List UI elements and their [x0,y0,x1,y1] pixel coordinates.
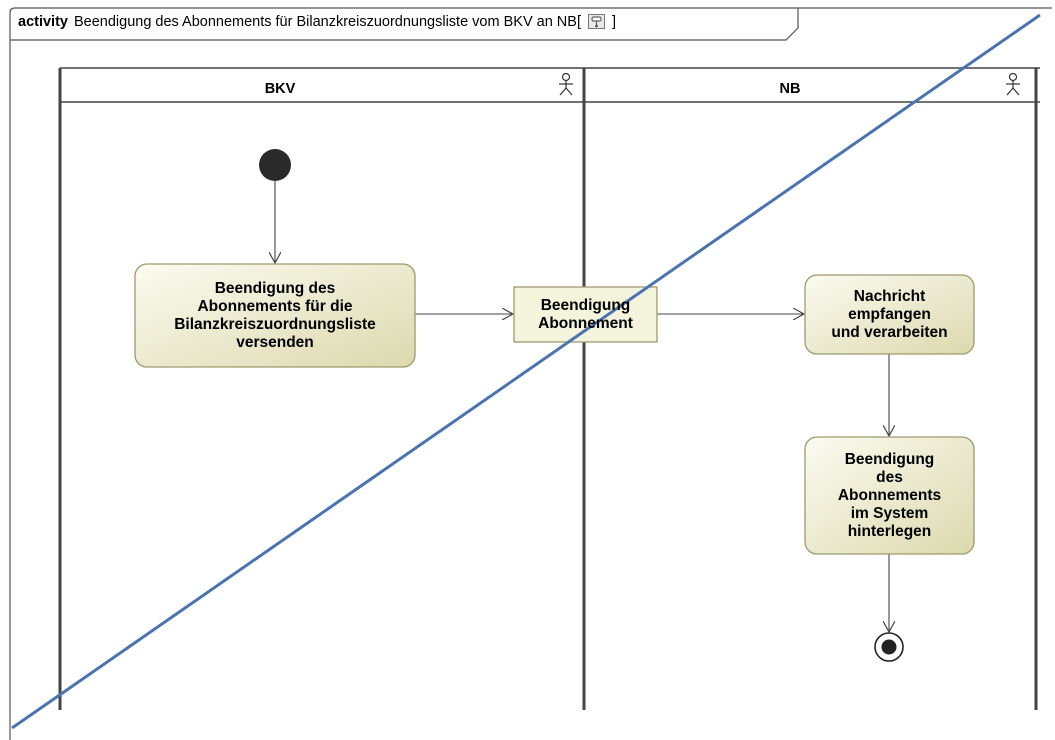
actor-icon [559,72,573,96]
control-flows [275,181,889,632]
action-send-box[interactable] [134,263,416,368]
action-store-label: Beendigung des Abonnements im System hin… [837,450,942,540]
activity-frame [9,7,1052,740]
lane-header-nb[interactable]: NB [779,81,801,97]
activity-diagram-icon [588,14,606,29]
action-receive-box[interactable] [804,274,975,355]
initial-node[interactable] [259,149,291,181]
activity-final-node[interactable] [874,632,904,662]
action-receive-label: Nachricht empfangen und verarbeiten [831,287,948,341]
frame-bracket-open: [ [576,14,581,30]
frame-title: activity Beendigung des Abonnements für B… [18,13,616,31]
action-send-label: Beendigung des Abonnements für die Bilan… [174,279,376,351]
frame-keyword: activity [18,14,68,30]
swimlane-container [58,67,1040,710]
lane-header-bkv[interactable]: BKV [264,81,296,97]
strike-through-line [11,13,1041,730]
action-store-box[interactable] [804,436,975,555]
frame-title-tab [10,8,799,41]
frame-bracket-close: ] [612,14,617,30]
object-node-label: Beendigung Abonnement [538,296,633,332]
actor-icon [1006,72,1020,96]
frame-title-text: Beendigung des Abonnements für Bilanzkre… [73,14,577,30]
